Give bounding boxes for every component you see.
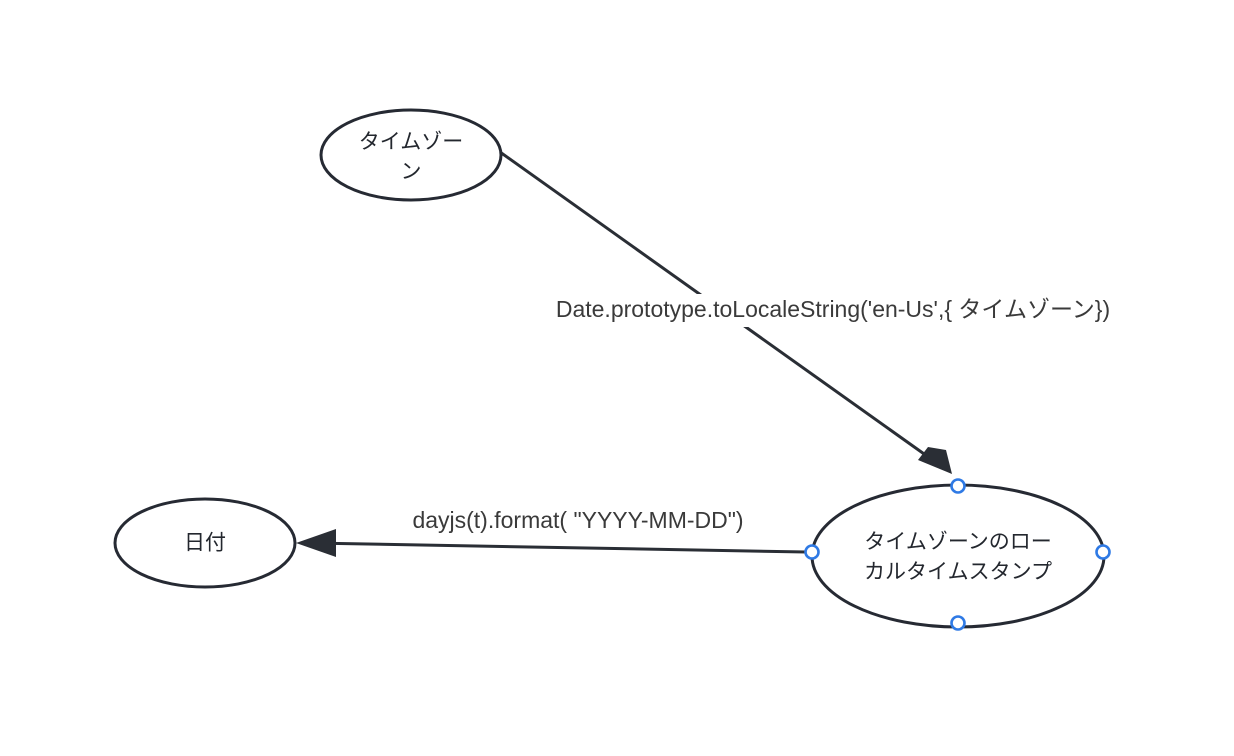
edge-local-timestamp-to-date[interactable] — [296, 529, 807, 557]
node-timezone-label-line2: ン — [401, 161, 422, 184]
arrow-head-diagonal — [918, 447, 952, 474]
arrow-head-horizontal — [296, 529, 336, 557]
node-local-timestamp[interactable]: タイムゾーンのロー カルタイムスタンプ — [810, 483, 1106, 629]
resize-handle-left-icon[interactable] — [804, 544, 820, 560]
edge-label-to-locale-string-text: Date.prototype.toLocaleString('en-Us',{ … — [556, 296, 1110, 322]
node-date[interactable]: 日付 — [113, 497, 297, 589]
edge-label-dayjs-format[interactable]: dayjs(t).format( "YYYY-MM-DD") — [366, 505, 790, 538]
edge-label-dayjs-format-bg — [366, 505, 790, 538]
node-local-timestamp-shape[interactable] — [810, 483, 1106, 629]
node-timezone-label-line1: タイムゾー — [359, 131, 464, 154]
edge-label-to-locale-string[interactable]: Date.prototype.toLocaleString('en-Us',{ … — [497, 294, 1169, 327]
resize-handle-top-icon[interactable] — [950, 478, 966, 494]
edge-label-to-locale-string-bg — [497, 294, 1169, 327]
resize-handle-bottom-icon[interactable] — [950, 615, 966, 631]
node-timezone[interactable]: タイムゾー ン — [319, 108, 503, 202]
resize-handle-right-icon[interactable] — [1095, 544, 1111, 560]
node-timezone-shape[interactable] — [319, 108, 503, 202]
edge-line-horizontal[interactable] — [309, 541, 807, 554]
node-date-shape[interactable] — [113, 497, 297, 589]
selection-handles[interactable] — [804, 478, 1111, 631]
edge-label-dayjs-format-text: dayjs(t).format( "YYYY-MM-DD") — [412, 507, 743, 533]
node-local-timestamp-label-line2: カルタイムスタンプ — [864, 561, 1052, 584]
node-local-timestamp-label-line1: タイムゾーンのロー — [864, 531, 1052, 554]
node-date-label: 日付 — [184, 532, 226, 555]
